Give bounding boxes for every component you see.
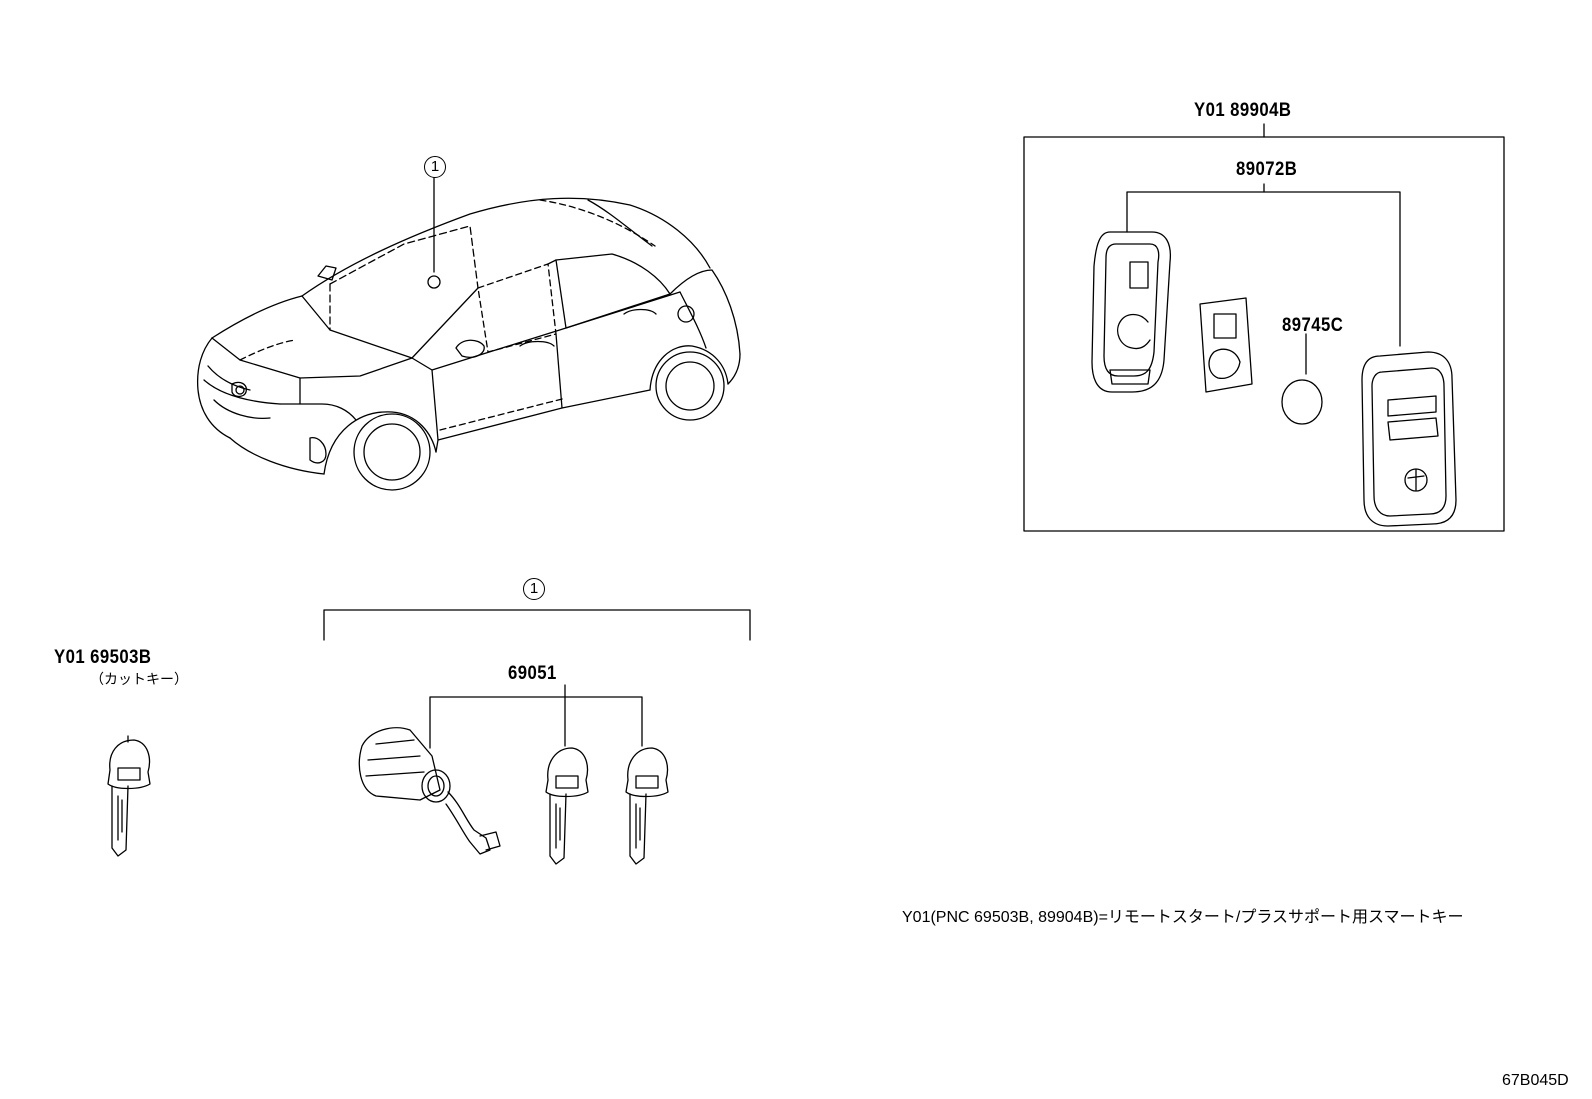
- part-label-cut-key: Y01 69503B: [54, 647, 152, 668]
- car-illustration: [196, 177, 741, 491]
- callout-1-car: 1: [424, 156, 446, 178]
- callout-1-cylinder-set: 1: [523, 578, 545, 600]
- diagram-id: 67B045D: [1502, 1072, 1569, 1089]
- cylinder-set: [323, 609, 751, 865]
- footnote: Y01(PNC 69503B, 89904B)=リモートスタート/プラスサポート…: [902, 909, 1464, 926]
- part-label-smart-key-case: 89072B: [1236, 159, 1298, 180]
- cut-key: [107, 735, 151, 857]
- part-label-smart-key-assy: Y01 89904B: [1194, 100, 1292, 121]
- part-label-battery: 89745C: [1282, 315, 1344, 336]
- part-label-cylinder-set: 69051: [508, 663, 557, 684]
- smart-key-box: [1023, 123, 1505, 532]
- part-desc-cut-key: （カットキー）: [90, 671, 188, 687]
